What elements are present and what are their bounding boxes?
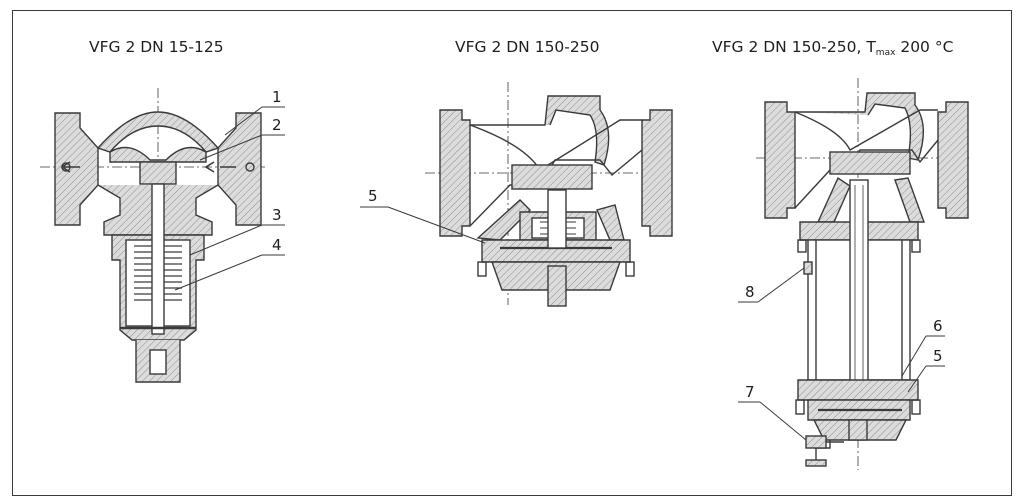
callout-2: 2 bbox=[272, 116, 282, 134]
callout-1: 1 bbox=[272, 88, 282, 106]
callout-6: 6 bbox=[933, 317, 943, 335]
callout-5-valve-2: 5 bbox=[368, 187, 378, 205]
callout-7: 7 bbox=[745, 383, 755, 401]
callout-5-valve-3: 5 bbox=[933, 347, 943, 365]
callouts-valve-3 bbox=[738, 267, 945, 441]
callouts-valve-1 bbox=[174, 106, 285, 291]
valve-dn150-250 bbox=[425, 82, 673, 307]
title-subscript: max bbox=[875, 48, 896, 58]
callout-4: 4 bbox=[272, 236, 282, 254]
callout-3: 3 bbox=[272, 206, 282, 224]
valve-dn150-250-high-temp bbox=[756, 78, 970, 470]
title-vfg2-dn150-250: VFG 2 DN 150-250 bbox=[455, 38, 600, 56]
callouts-valve-2 bbox=[360, 206, 486, 244]
valve-dn15-125 bbox=[40, 88, 265, 383]
title-vfg2-dn15-125: VFG 2 DN 15-125 bbox=[89, 38, 224, 56]
callout-8: 8 bbox=[745, 283, 755, 301]
title-vfg2-dn150-250-tmax: VFG 2 DN 150-250, Tmax 200 °C bbox=[712, 38, 954, 58]
